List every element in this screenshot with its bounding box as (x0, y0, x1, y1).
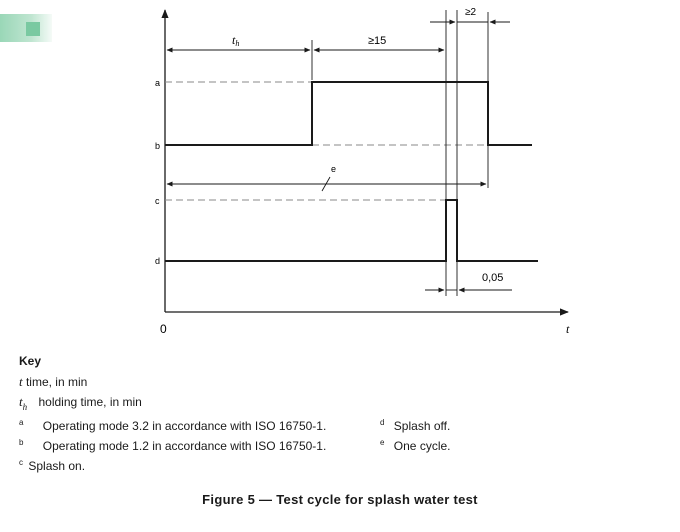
level-label-a: a (155, 78, 160, 88)
key-a-mark: a (19, 418, 24, 427)
key-th-text: holding time, in min (38, 395, 142, 409)
level-label-b: b (155, 141, 160, 151)
key-d-text: Splash off. (393, 419, 451, 433)
key-th-sub: h (22, 402, 28, 412)
key-title: Key (19, 354, 42, 368)
dim-one-cycle-label: e (331, 164, 336, 174)
key-row-c: c Splash on. (19, 458, 86, 473)
key-t-symbol: t (19, 374, 23, 389)
figure-caption: Figure 5 — Test cycle for splash water t… (202, 492, 478, 507)
test-cycle-diagram: 0 t a b c d th ≥15 ≥2 e 0,05 (155, 7, 570, 336)
splash-waveform (165, 199, 538, 262)
dim-min-2-label: ≥2 (465, 7, 476, 18)
key-row-b: b Operating mode 1.2 in accordance with … (19, 438, 327, 453)
key-d-mark: d (380, 418, 385, 427)
key-c-mark: c (19, 458, 23, 467)
key-row-th: th holding time, in min (19, 394, 142, 412)
key-e-text: One cycle. (393, 439, 451, 453)
key-c-text: Splash on. (28, 459, 86, 473)
x-axis-label: t (566, 322, 570, 336)
key-e-mark: e (380, 438, 385, 447)
key-row-a: a Operating mode 3.2 in accordance with … (19, 418, 327, 433)
dim-holding-time-label: th (232, 33, 239, 48)
dim-min-15-label: ≥15 (368, 35, 386, 47)
watermark-logo (0, 14, 52, 42)
key-row-t: t time, in min (19, 374, 87, 390)
level-label-d: d (155, 256, 160, 266)
mode-waveform (165, 81, 532, 146)
key-row-e: e One cycle. (380, 438, 451, 453)
level-label-c: c (155, 196, 160, 206)
origin-label: 0 (160, 322, 167, 336)
key-t-text: time, in min (25, 375, 88, 389)
key-b-mark: b (19, 438, 24, 447)
key-row-d: d Splash off. (380, 418, 451, 433)
dim-one-cycle-leader (321, 176, 331, 192)
dim-005-label: 0,05 (482, 272, 503, 284)
key-b-text: Operating mode 1.2 in accordance with IS… (42, 439, 327, 453)
key-th-symbol: t (19, 394, 23, 409)
key-a-text: Operating mode 3.2 in accordance with IS… (42, 419, 327, 433)
